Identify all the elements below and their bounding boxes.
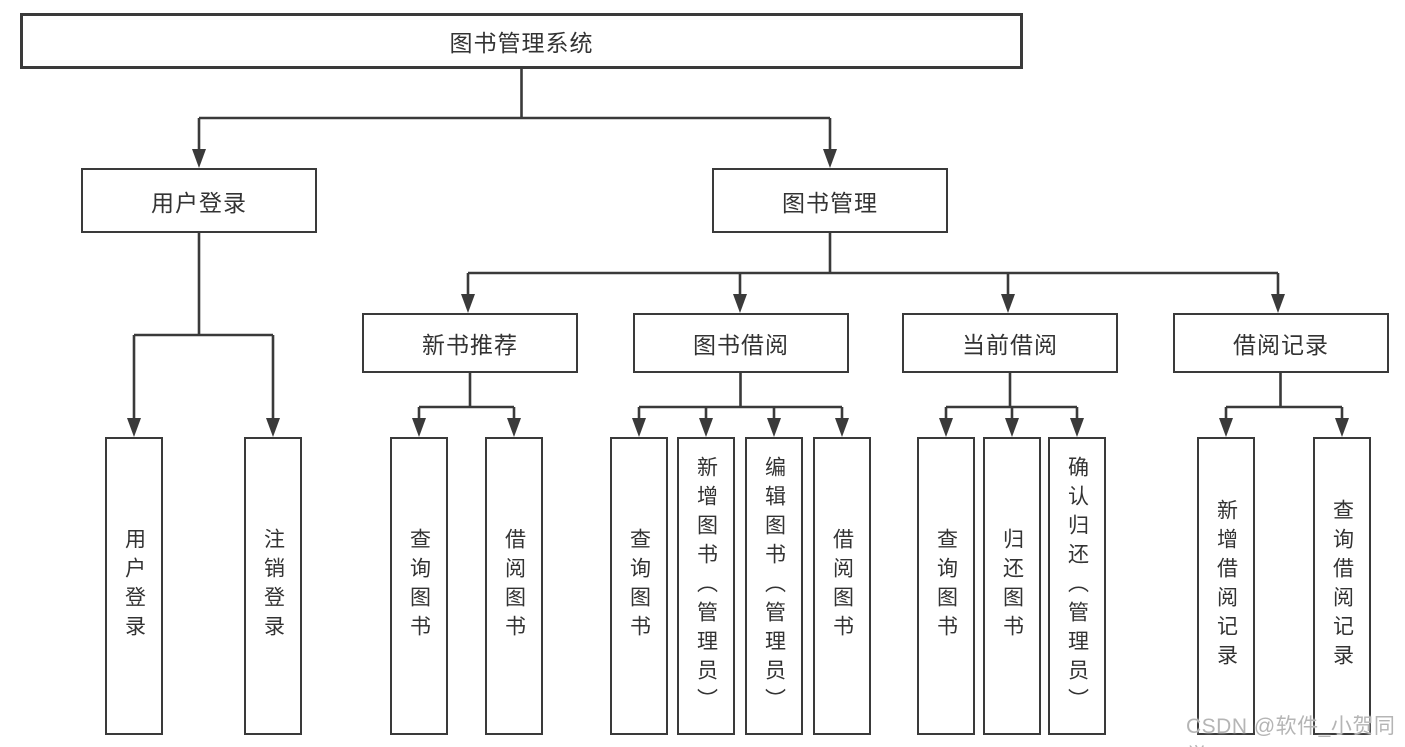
connector-records-children bbox=[1219, 373, 1349, 437]
node-leaf-return-book: 归还图书 bbox=[983, 437, 1041, 735]
node-leaf-add-book-admin: 新增图书（管理员） bbox=[677, 437, 735, 735]
node-leaf-borrow-books-recommend: 借阅图书 bbox=[485, 437, 543, 735]
arrowhead-icon bbox=[192, 149, 206, 168]
arrowhead-icon bbox=[1070, 418, 1084, 437]
arrowhead-icon bbox=[1219, 418, 1233, 437]
connector-book-management-children bbox=[461, 233, 1285, 313]
node-user-login: 用户登录 bbox=[81, 168, 317, 233]
connector-user-login-children bbox=[127, 233, 280, 437]
arrowhead-icon bbox=[835, 418, 849, 437]
connector-borrow-children bbox=[632, 373, 849, 437]
connector-current-children bbox=[939, 373, 1084, 437]
connector-root-to-level2 bbox=[192, 67, 837, 168]
arrowhead-icon bbox=[767, 418, 781, 437]
node-leaf-edit-book-admin: 编辑图书（管理员） bbox=[745, 437, 803, 735]
node-leaf-query-books-borrow: 查询图书 bbox=[610, 437, 668, 735]
arrowhead-icon bbox=[127, 418, 141, 437]
arrowhead-icon bbox=[1271, 294, 1285, 313]
node-leaf-query-books-current: 查询图书 bbox=[917, 437, 975, 735]
arrowhead-icon bbox=[1335, 418, 1349, 437]
arrowhead-icon bbox=[461, 294, 475, 313]
connector-recommend-children bbox=[412, 373, 521, 437]
node-library-system: 图书管理系统 bbox=[20, 13, 1023, 69]
csdn-watermark: CSDN @软件_小贺同学 bbox=[1186, 715, 1396, 747]
arrowhead-icon bbox=[266, 418, 280, 437]
node-leaf-query-books-recommend: 查询图书 bbox=[390, 437, 448, 735]
arrowhead-icon bbox=[412, 418, 426, 437]
node-book-management: 图书管理 bbox=[712, 168, 948, 233]
node-leaf-user-login: 用户登录 bbox=[105, 437, 163, 735]
node-leaf-add-borrow-record: 新增借阅记录 bbox=[1197, 437, 1255, 735]
node-borrow-records: 借阅记录 bbox=[1173, 313, 1389, 373]
arrowhead-icon bbox=[1001, 294, 1015, 313]
node-leaf-confirm-return-admin: 确认归还（管理员） bbox=[1048, 437, 1106, 735]
node-new-book-recommend: 新书推荐 bbox=[362, 313, 578, 373]
node-leaf-borrow-books: 借阅图书 bbox=[813, 437, 871, 735]
node-leaf-query-borrow-record: 查询借阅记录 bbox=[1313, 437, 1371, 735]
node-book-borrow: 图书借阅 bbox=[633, 313, 849, 373]
arrowhead-icon bbox=[823, 149, 837, 168]
arrowhead-icon bbox=[632, 418, 646, 437]
arrowhead-icon bbox=[507, 418, 521, 437]
arrowhead-icon bbox=[939, 418, 953, 437]
arrowhead-icon bbox=[733, 294, 747, 313]
node-current-borrow: 当前借阅 bbox=[902, 313, 1118, 373]
arrowhead-icon bbox=[699, 418, 713, 437]
arrowhead-icon bbox=[1005, 418, 1019, 437]
node-leaf-logout: 注销登录 bbox=[244, 437, 302, 735]
